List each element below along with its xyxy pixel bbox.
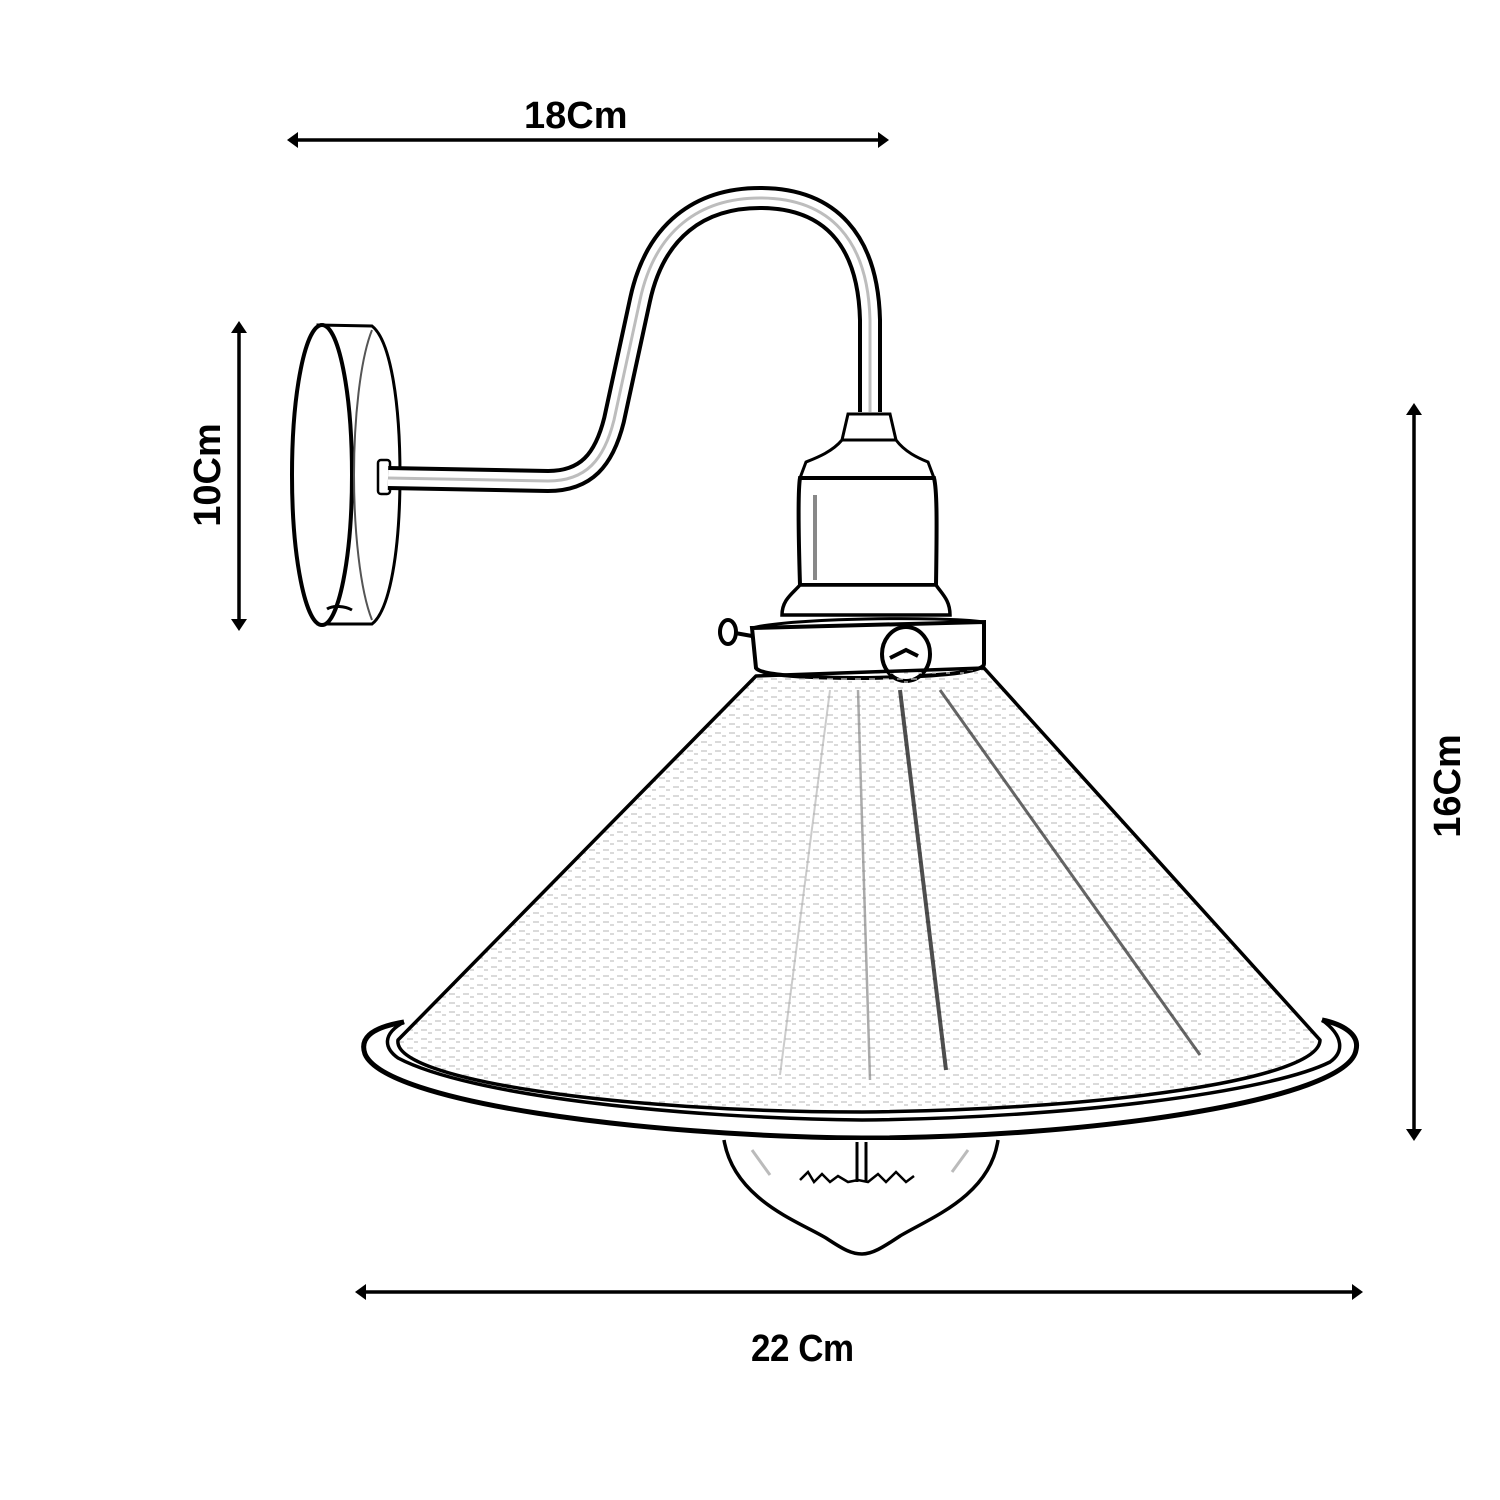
back-plate [290, 323, 402, 627]
dimension-label-back-plate-height: 10Cm [187, 423, 229, 527]
lamp-holder [780, 412, 952, 617]
thumb-screw-icon [718, 618, 753, 646]
dimension-arrow-total-height [1406, 403, 1422, 1141]
shade-collar [718, 617, 986, 683]
bulb [722, 1139, 1000, 1256]
dimension-label-shade-diameter: 22 Cm [751, 1328, 854, 1370]
dimension-label-total-height: 16Cm [1427, 734, 1469, 838]
dimension-arrow-arm-reach [287, 132, 889, 148]
dimension-arrow-shade-diameter [355, 1284, 1363, 1300]
dimension-label-arm-reach: 18Cm [524, 95, 628, 137]
dimension-arrow-back-plate-height [231, 321, 247, 631]
gooseneck-arm [387, 186, 882, 493]
cone-shade [361, 666, 1359, 1141]
